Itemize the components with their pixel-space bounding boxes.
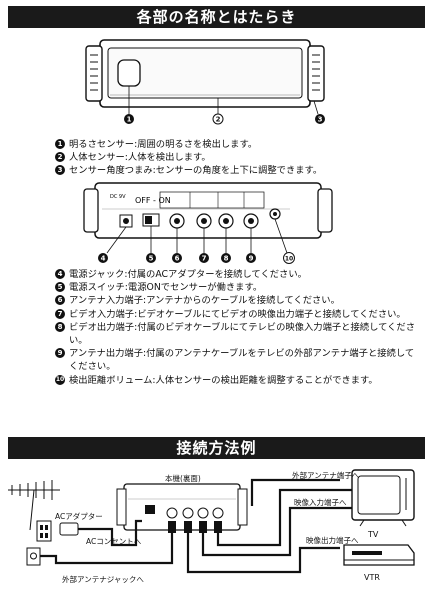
svg-text:8: 8 (224, 255, 229, 263)
callout-7: 7 (199, 253, 209, 263)
callout-8: 8 (221, 253, 231, 263)
svg-text:OFF - ON: OFF - ON (135, 196, 171, 205)
svg-text:10: 10 (285, 256, 293, 263)
svg-text:1: 1 (127, 116, 132, 124)
svg-text:DC 9V: DC 9V (110, 194, 126, 200)
section-title-parts: 各部の名称とはたらき (8, 6, 425, 28)
vtr-icon (343, 544, 415, 566)
callout-4: 4 (98, 253, 108, 263)
label-main-unit: 本機(裏面) (165, 474, 201, 483)
antenna-icon (8, 480, 60, 531)
tv-icon (351, 469, 415, 527)
svg-text:6: 6 (175, 255, 180, 263)
svg-text:5: 5 (149, 255, 154, 263)
svg-text:3: 3 (318, 116, 323, 124)
callout-10: 10 (283, 252, 295, 264)
connection-diagram (8, 469, 415, 574)
svg-text:9: 9 (249, 255, 254, 263)
label-ext-antenna-jack: 外部アンテナジャックへ (62, 575, 144, 584)
label-video-in: 映像入力端子へ (294, 498, 347, 507)
svg-text:7: 7 (202, 255, 207, 263)
label-vtr: VTR (364, 573, 380, 582)
label-video-out: 映像出力端子へ (306, 536, 359, 545)
label-tv: TV (368, 530, 379, 539)
callout-1: 1 (124, 114, 134, 124)
callout-3: 3 (315, 114, 325, 124)
svg-text:2: 2 (216, 116, 221, 124)
callout-2: 2 (212, 113, 224, 125)
callout-5: 5 (146, 253, 156, 263)
device-front-view (85, 39, 325, 115)
label-ac-adapter: ACアダプター (55, 512, 103, 521)
label-ac-outlet: ACコンセントへ (86, 537, 142, 546)
section-title-connection: 接続方法例 (8, 437, 425, 459)
device-back-panel (83, 182, 333, 254)
callout-9: 9 (246, 253, 256, 263)
callout-6: 6 (172, 253, 182, 263)
svg-text:4: 4 (101, 255, 106, 263)
label-ext-antenna-in: 外部アンテナ端子へ (292, 471, 360, 480)
